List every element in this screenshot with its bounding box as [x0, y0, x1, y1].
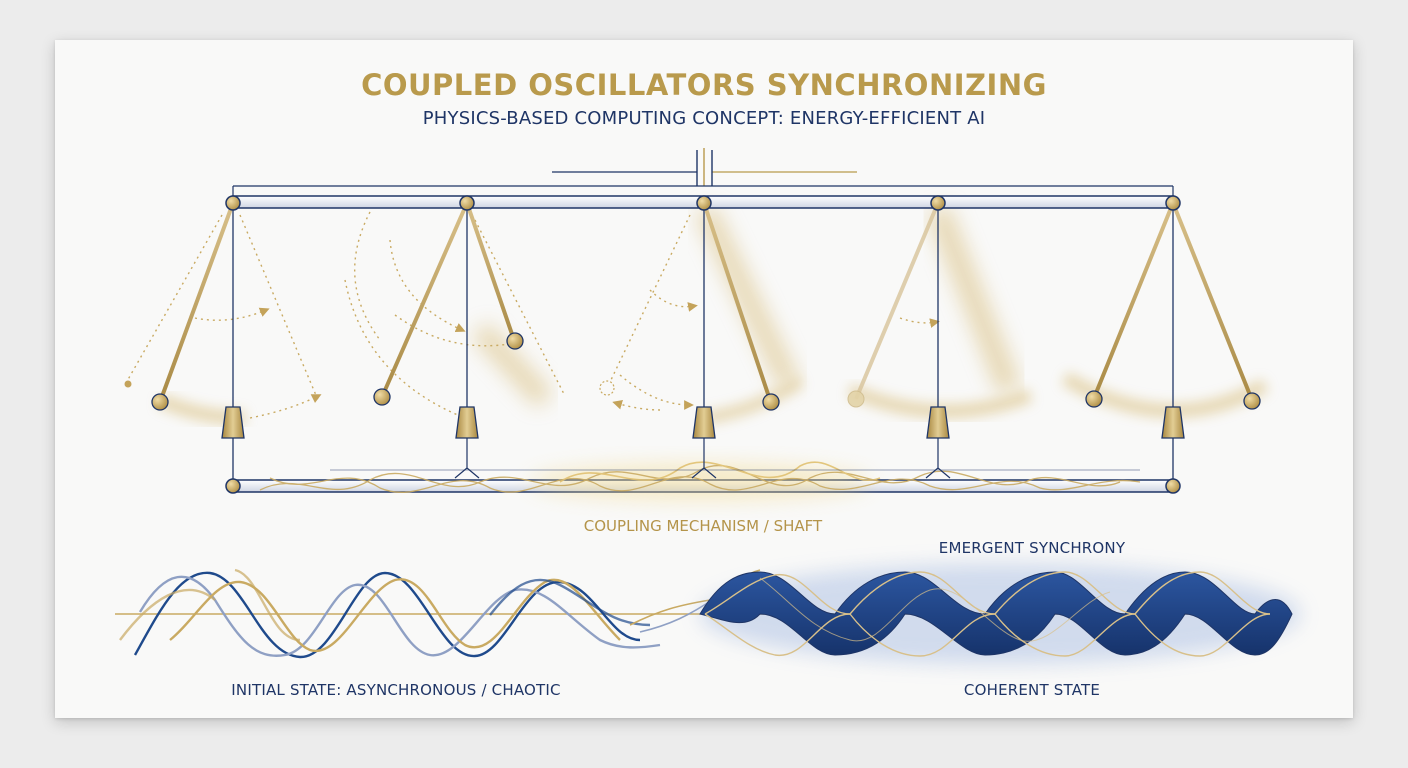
start-dot-icon: [124, 380, 132, 388]
initial-state-label: INITIAL STATE: ASYNCHRONOUS / CHAOTIC: [231, 681, 561, 699]
chaotic-waves: [119, 568, 661, 659]
oscillator-3: [691, 195, 780, 479]
coupling-label: COUPLING MECHANISM / SHAFT: [583, 517, 823, 535]
oscillator-4: [847, 195, 951, 479]
coherent-state-label: COHERENT STATE: [963, 681, 1101, 699]
oscillator-5: [1085, 195, 1261, 494]
page-subtitle: PHYSICS-BASED COMPUTING CONCEPT: ENERGY-…: [422, 108, 986, 129]
swing-paths: [125, 211, 940, 421]
emergent-label: EMERGENT SYNCHRONY: [938, 539, 1126, 557]
oscillator-1: [151, 195, 245, 494]
page-title: COUPLED OSCILLATORS SYNCHRONIZING: [361, 68, 1047, 102]
coherent-waves: [699, 571, 1293, 657]
top-connector: [232, 148, 1174, 196]
oscillator-2: [373, 195, 524, 479]
ghost-bob-icon: [599, 380, 615, 396]
